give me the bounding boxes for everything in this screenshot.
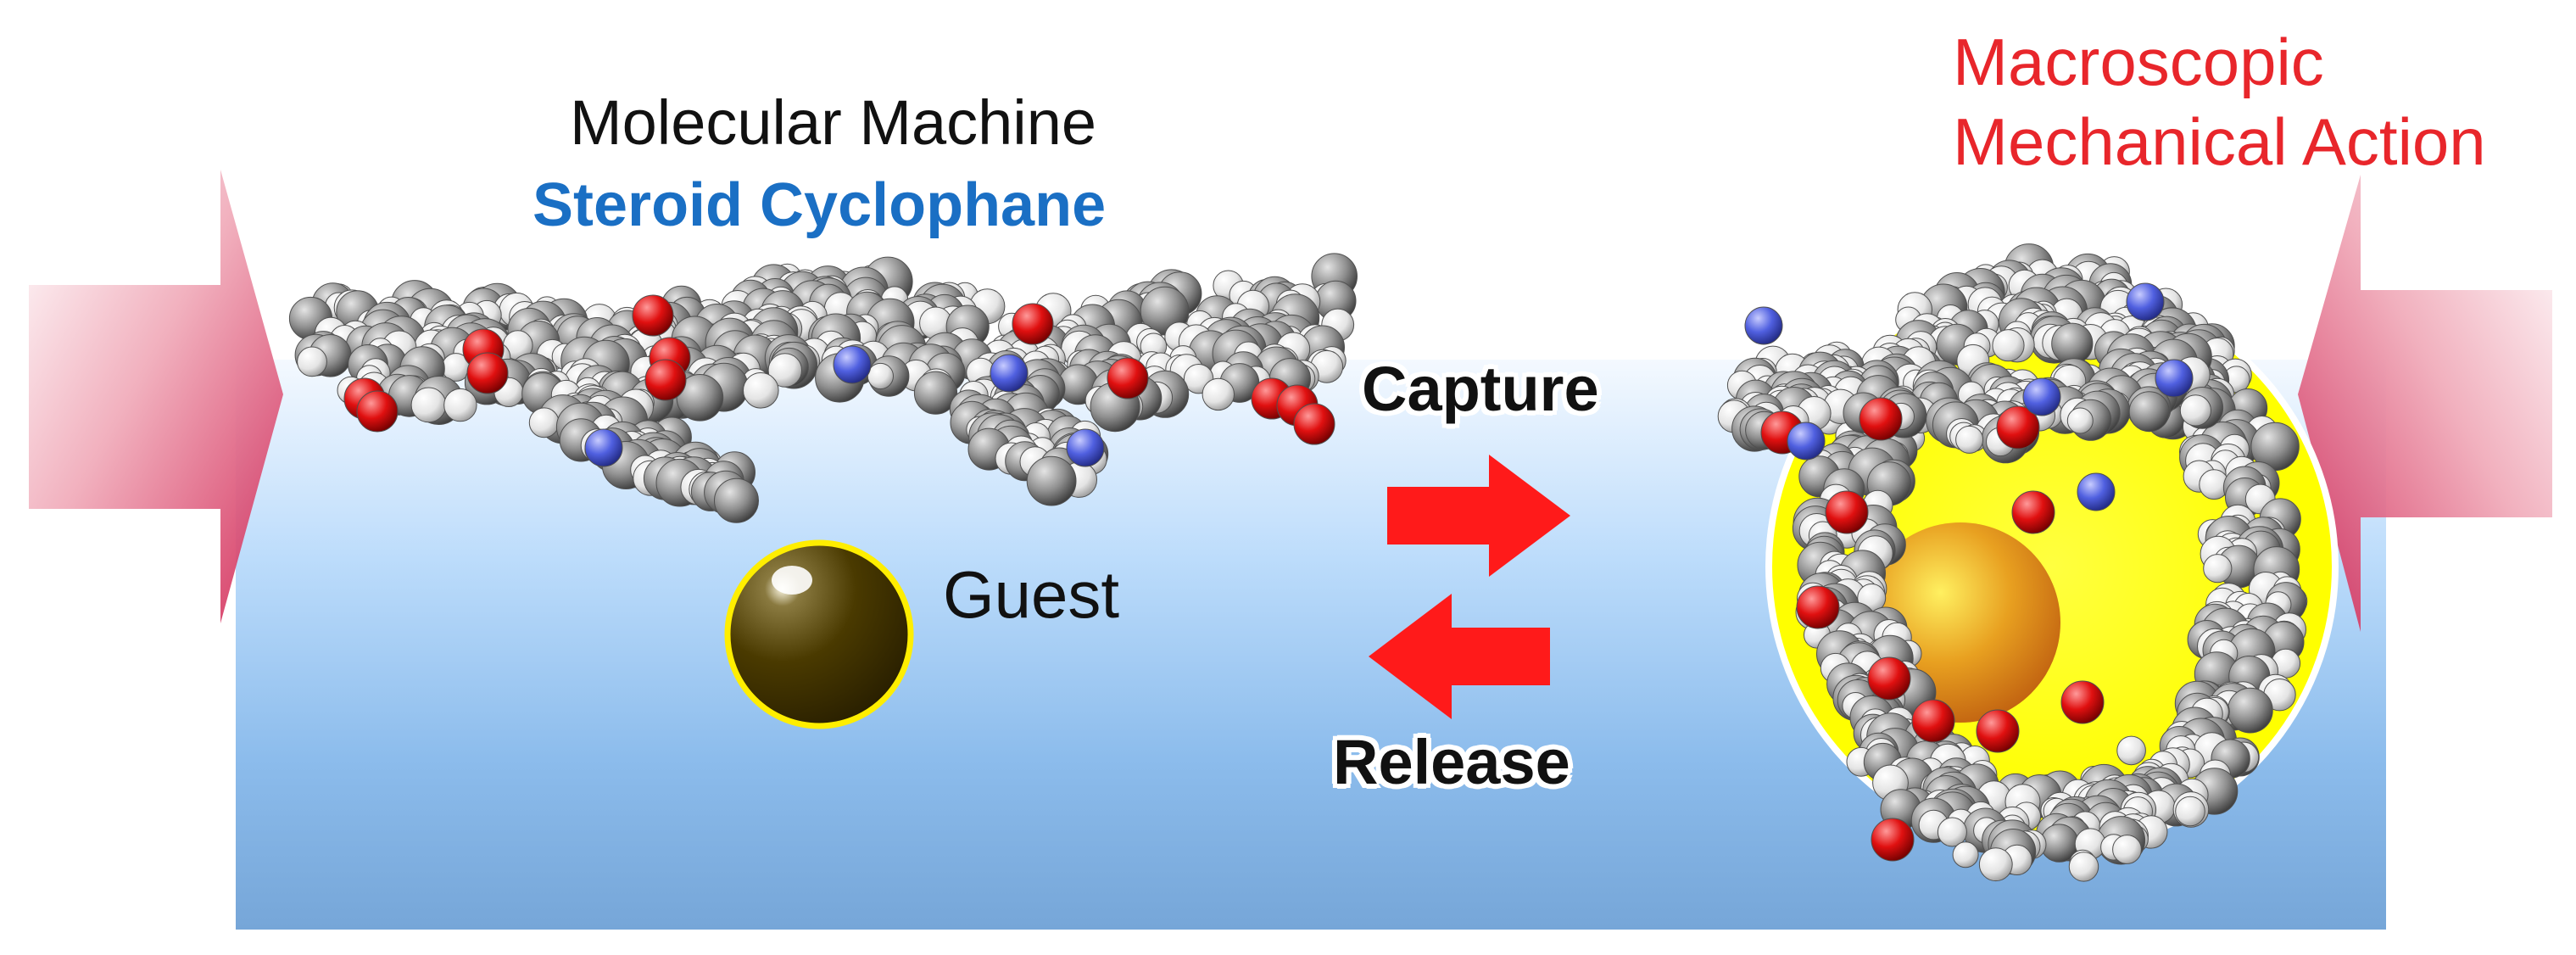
oxygen-atom (1107, 357, 1149, 399)
open-steroid-cyclophane-molecule (288, 253, 1358, 523)
nitrogen-atom (2155, 359, 2194, 398)
carbon-atom (2128, 391, 2170, 433)
hydrogen-atom (1978, 847, 2013, 882)
nitrogen-atom (833, 345, 872, 384)
macroscopic-label-line1: Macroscopic (1953, 25, 2324, 99)
oxygen-atom (1012, 303, 1054, 345)
hydrogen-atom (1937, 817, 1967, 847)
hydrogen-atom (1992, 329, 2025, 362)
hydrogen-atom (443, 388, 477, 422)
guest-label: Guest (943, 557, 1120, 632)
molecular-machine-title: Molecular Machine (570, 87, 1097, 158)
oxygen-atom (632, 294, 674, 337)
hydrogen-atom (2175, 796, 2205, 827)
release-arrow (1369, 594, 1550, 719)
steroid-cyclophane-subtitle: Steroid Cyclophane (532, 171, 1107, 239)
oxygen-atom (1976, 709, 2020, 753)
carbon-atom (676, 374, 724, 422)
oxygen-atom (644, 359, 687, 401)
hydrogen-atom (2068, 852, 2099, 882)
oxygen-atom (1871, 818, 1915, 862)
oxygen-atom (1293, 403, 1335, 445)
nitrogen-atom (2022, 377, 2061, 416)
capture-label: Capture (1362, 354, 1599, 424)
host-guest-complex (1717, 243, 2339, 882)
macroscopic-label-line2: Mechanical Action (1953, 104, 2486, 179)
hydrogen-atom (1202, 377, 1235, 411)
carbon-atom (2227, 687, 2273, 734)
hydrogen-atom (297, 346, 327, 377)
hydrogen-atom (2203, 554, 2233, 584)
oxygen-atom (1825, 490, 1869, 534)
oxygen-atom (1859, 397, 1903, 441)
right-compression-arrow (2298, 175, 2552, 632)
nitrogen-atom (1066, 428, 1105, 467)
oxygen-atom (2011, 490, 2055, 534)
carbon-atom (2051, 322, 2094, 365)
oxygen-atom (2060, 680, 2105, 724)
hydrogen-atom (1955, 425, 1984, 454)
capture-arrow (1387, 455, 1570, 577)
nitrogen-atom (1787, 422, 1826, 461)
hydrogen-atom (767, 353, 802, 388)
nitrogen-atom (2126, 282, 2165, 321)
carbon-atom (913, 371, 958, 415)
nitrogen-atom (990, 354, 1029, 393)
hydrogen-atom (410, 387, 447, 423)
oxygen-atom (1911, 699, 1955, 743)
hydrogen-atom (743, 372, 779, 409)
left-compression-arrow (29, 170, 283, 623)
hydrogen-atom (2179, 394, 2211, 427)
hydrogen-atom (1952, 841, 1979, 868)
hydrogen-atom (2066, 407, 2094, 434)
nitrogen-atom (2077, 472, 2116, 511)
guest-sphere (724, 539, 914, 729)
carbon-atom (714, 478, 759, 523)
oxygen-atom (466, 352, 509, 394)
hydrogen-atom (2112, 835, 2142, 864)
carbon-atom (1026, 455, 1077, 506)
oxygen-atom (1796, 585, 1840, 629)
hydrogen-atom (867, 362, 895, 390)
oxygen-atom (1996, 405, 2040, 450)
oxygen-atom (356, 390, 399, 433)
oxygen-atom (1867, 656, 1911, 701)
hydrogen-atom (528, 407, 560, 438)
release-label: Release (1333, 727, 1570, 797)
nitrogen-atom (584, 428, 623, 467)
nitrogen-atom (1744, 306, 1783, 345)
closed-steroid-cyclophane-molecule (1717, 243, 2308, 882)
hydrogen-atom (2116, 735, 2146, 766)
